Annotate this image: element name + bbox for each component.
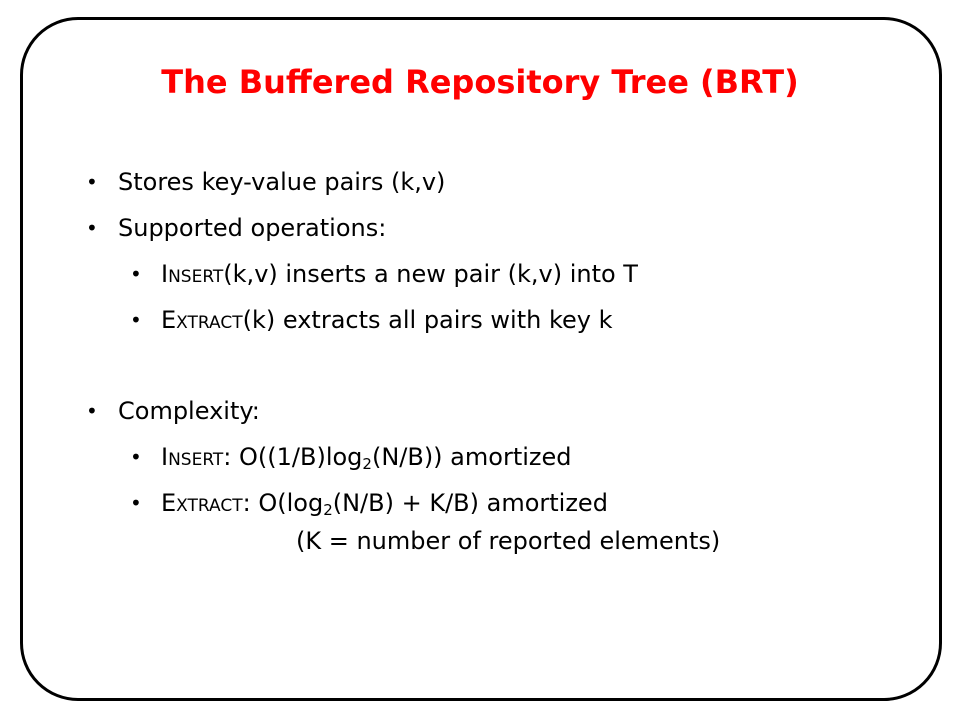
op-name-initial: I: [161, 260, 169, 288]
list-item-supported-operations: Supported operations:: [118, 212, 386, 244]
bullet: •: [130, 445, 142, 469]
list-item-text: : O(log: [242, 489, 324, 517]
bullet: •: [130, 262, 142, 286]
bullet: •: [130, 308, 142, 332]
bullet: •: [86, 170, 98, 194]
op-name-rest: XTRACT: [176, 313, 243, 333]
list-item-insert-op: INSERT(k,v) inserts a new pair (k,v) int…: [161, 258, 638, 293]
list-item-text: (k,v) inserts a new pair (k,v) into T: [223, 260, 638, 288]
list-item-text: (N/B) + K/B) amortized: [332, 489, 608, 517]
list-item-text: (N/B)) amortized: [371, 443, 572, 471]
list-item-text: : O((1/B)log: [223, 443, 363, 471]
list-item-stores: Stores key-value pairs (k,v): [118, 166, 445, 198]
list-item-extract-complexity: EXTRACT: O(log2(N/B) + K/B) amortized: [161, 487, 608, 522]
op-name-rest: XTRACT: [176, 496, 243, 516]
op-name-initial: E: [161, 489, 177, 517]
list-item-complexity: Complexity:: [118, 395, 260, 427]
list-item-text: Supported operations:: [118, 214, 387, 242]
op-name-rest: NSERT: [168, 450, 224, 470]
bullet: •: [86, 216, 98, 240]
bullet: •: [86, 399, 98, 423]
list-item-insert-complexity: INSERT: O((1/B)log2(N/B)) amortized: [161, 441, 572, 476]
op-name-initial: E: [161, 306, 177, 334]
bullet: •: [130, 491, 142, 515]
list-item-text: Complexity:: [118, 397, 260, 425]
slide-title: The Buffered Repository Tree (BRT): [161, 63, 799, 101]
subscript: 2: [323, 501, 333, 519]
list-item-text: (k) extracts all pairs with key k: [242, 306, 613, 334]
slide-frame: [20, 17, 942, 701]
list-item-continuation: (K = number of reported elements): [296, 525, 720, 557]
list-item-text: Stores key-value pairs (k,v): [118, 168, 446, 196]
list-item-extract-op: EXTRACT(k) extracts all pairs with key k: [161, 304, 613, 339]
op-name-initial: I: [161, 443, 169, 471]
subscript: 2: [362, 455, 372, 473]
list-item-text: (K = number of reported elements): [296, 527, 721, 555]
op-name-rest: NSERT: [168, 267, 224, 287]
